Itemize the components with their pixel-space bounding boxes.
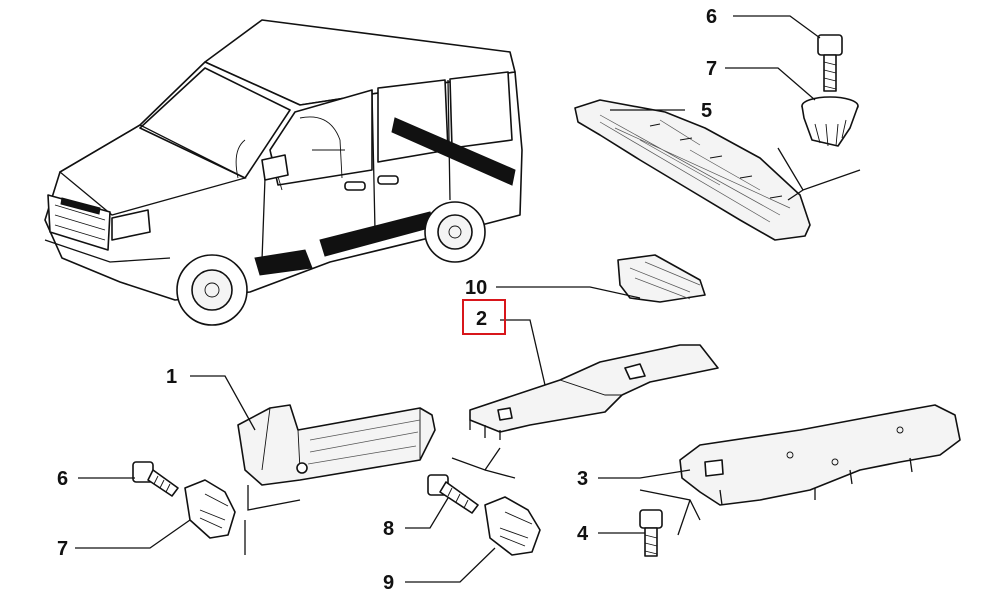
clip-icon <box>801 96 859 147</box>
callout-5: 5 <box>701 100 712 122</box>
callout-1: 1 <box>166 366 177 388</box>
callout-6-top: 6 <box>706 6 717 28</box>
callout-4: 4 <box>577 523 589 545</box>
sill-plate-part-5 <box>574 99 811 241</box>
callout-9: 9 <box>383 572 394 594</box>
callout-3: 3 <box>577 468 588 490</box>
screw-icon <box>132 461 179 497</box>
leader-lines <box>75 15 821 583</box>
callout-6-left: 6 <box>57 468 68 490</box>
clip-icon <box>484 496 541 556</box>
floor-trim-part-2 <box>469 344 719 440</box>
callout-2: 2 <box>476 308 487 330</box>
callout-8: 8 <box>383 518 394 540</box>
callout-7-top: 7 <box>706 58 717 80</box>
screw-icon <box>817 34 843 92</box>
screw-icon <box>427 474 479 514</box>
clip-icon <box>184 479 236 539</box>
floor-trim-part-3 <box>679 404 961 506</box>
pad-part-10 <box>617 254 706 303</box>
van-illustration <box>44 19 523 326</box>
callout-2-highlight <box>462 299 506 335</box>
callout-10: 10 <box>465 277 487 299</box>
callout-7-left: 7 <box>57 538 68 560</box>
screw-icon <box>639 509 663 557</box>
sill-trim-part-1 <box>237 404 436 486</box>
